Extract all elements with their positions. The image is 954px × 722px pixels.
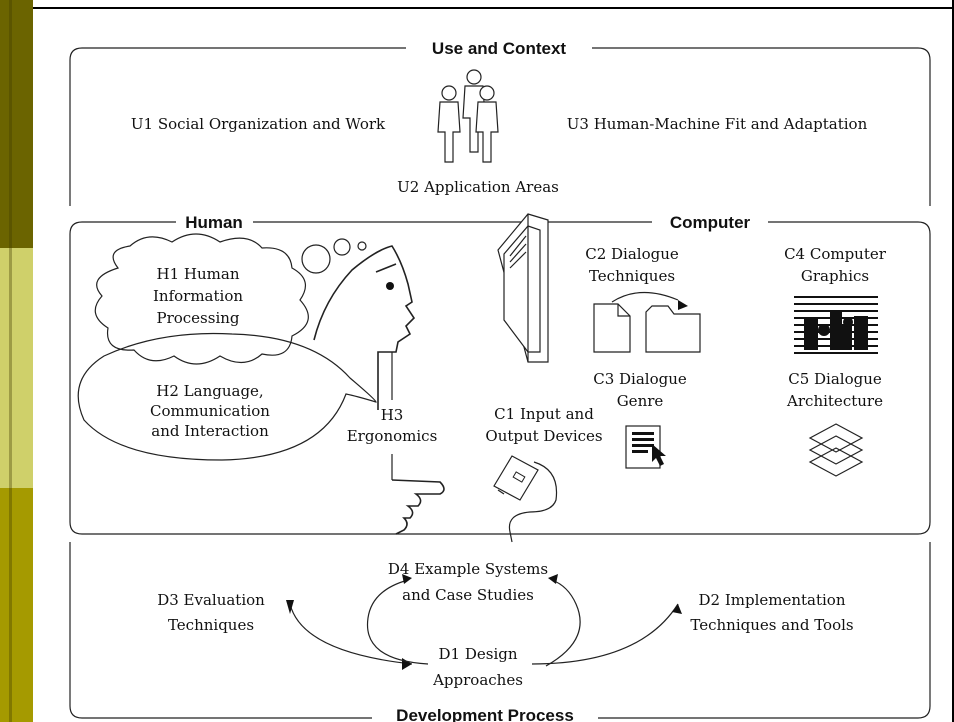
use-context-frame <box>69 47 931 206</box>
label-line: C3 Dialogue <box>593 370 687 388</box>
label-line: Techniques and Tools <box>690 616 853 634</box>
label-line: U1 Social Organization and Work <box>131 115 386 133</box>
human-computer-frame <box>69 221 931 535</box>
thought-cloud <box>94 233 367 365</box>
sidebar-edge <box>9 0 12 722</box>
computer-graphics-icon <box>794 296 878 354</box>
sidebar-segment <box>0 488 33 722</box>
document-folder-icon <box>593 291 701 353</box>
label-line: D4 Example Systems <box>388 560 548 578</box>
label-line: Communication <box>150 402 270 420</box>
label-line: Processing <box>156 309 239 327</box>
label-line: D2 Implementation <box>698 591 845 609</box>
layers-icon <box>808 423 864 477</box>
label-line: Ergonomics <box>347 427 438 445</box>
labels: U1 Social Organization and Work U2 Appli… <box>131 115 887 689</box>
label-line: Genre <box>617 392 664 410</box>
sidebar-segment <box>0 0 33 248</box>
label-line: Approaches <box>432 671 523 689</box>
development-arrows <box>286 574 682 670</box>
label-d4: D4 Example Systems and Case Studies <box>388 560 548 604</box>
label-line: Techniques <box>168 616 254 634</box>
label-line: Techniques <box>589 267 675 285</box>
label-line: U3 Human-Machine Fit and Adaptation <box>567 115 868 133</box>
label-line: Output Devices <box>485 427 602 445</box>
mouse-icon <box>493 455 558 543</box>
label-line: H2 Language, <box>156 382 263 400</box>
label-line: and Case Studies <box>402 586 534 604</box>
label-line: Information <box>153 287 243 305</box>
label-line: H3 <box>381 406 404 424</box>
human-head-icon <box>313 245 416 410</box>
decorative-sidebar <box>0 0 33 722</box>
use-context-title: Use and Context <box>432 39 566 58</box>
label-u3: U3 Human-Machine Fit and Adaptation <box>567 115 868 133</box>
label-line: C4 Computer <box>784 245 887 263</box>
label-line: Architecture <box>786 392 883 410</box>
label-line: C5 Dialogue <box>788 370 882 388</box>
label-line: D1 Design <box>439 645 518 663</box>
label-u2: U2 Application Areas <box>397 178 559 196</box>
label-line: C1 Input and <box>494 405 594 423</box>
label-line: D3 Evaluation <box>157 591 265 609</box>
label-line: U2 Application Areas <box>397 178 559 196</box>
label-line: C2 Dialogue <box>585 245 679 263</box>
speech-bubble <box>77 332 377 461</box>
human-title: Human <box>185 213 243 232</box>
label-line: Graphics <box>801 267 869 285</box>
label-u1: U1 Social Organization and Work <box>131 115 386 133</box>
development-frame <box>69 542 931 719</box>
pointing-hand-icon <box>391 352 445 535</box>
computer-title: Computer <box>670 213 751 232</box>
monitor-icon <box>497 213 549 363</box>
label-h2: H2 Language, Communication and Interaction <box>150 382 270 440</box>
sidebar-segment <box>0 248 33 488</box>
development-title: Development Process <box>396 706 574 722</box>
label-line: H1 Human <box>157 265 240 283</box>
label-line: and Interaction <box>151 422 269 440</box>
document-cursor-icon <box>625 425 666 469</box>
people-group-icon <box>437 69 499 163</box>
